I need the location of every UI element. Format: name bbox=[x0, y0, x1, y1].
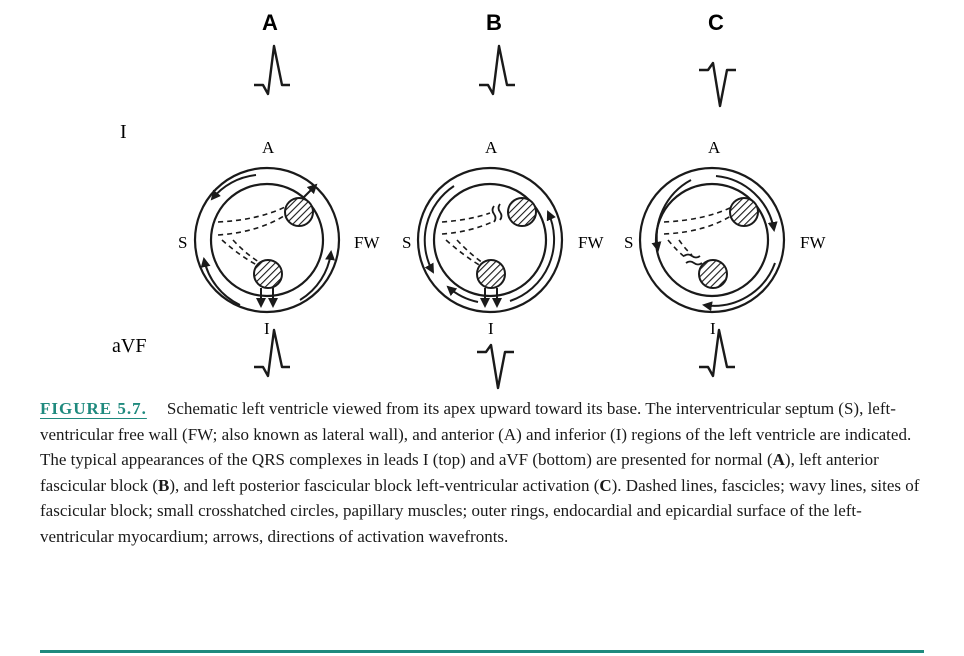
label-free-wall: FW bbox=[578, 233, 604, 252]
label-septum: S bbox=[624, 233, 633, 252]
caption-bold-c: C bbox=[599, 475, 612, 495]
label-septum: S bbox=[402, 233, 411, 252]
fascicle-dashed bbox=[441, 212, 491, 223]
fascicle-dashed bbox=[678, 239, 693, 256]
qrs-lead-avf bbox=[477, 343, 514, 390]
epicardial-ring bbox=[193, 166, 341, 314]
label-anterior: A bbox=[485, 138, 498, 157]
caption-text: ), left anterior fascicular block ( bbox=[40, 450, 879, 495]
ventricle-diagram: I aVF A A I S FW B A I S FW bbox=[112, 10, 826, 390]
fascicle-dashed bbox=[445, 239, 482, 267]
endocardial-ring bbox=[209, 182, 325, 298]
label-inferior: I bbox=[488, 319, 494, 338]
panel-b: B A I S FW bbox=[402, 10, 604, 390]
fascicle-dashed bbox=[456, 239, 484, 264]
caption-text: ). Dashed lines, fascicles; wavy lines, … bbox=[40, 475, 920, 546]
activation-arrow bbox=[446, 285, 479, 303]
wavefront-arrow bbox=[301, 183, 318, 200]
label-free-wall: FW bbox=[354, 233, 380, 252]
activation-arrow bbox=[651, 179, 692, 252]
papillary-muscle bbox=[476, 259, 506, 289]
activation-arrow bbox=[423, 185, 455, 274]
fascicle-dashed bbox=[441, 221, 493, 235]
activation-arrow bbox=[702, 262, 776, 312]
caption-bold-b: B bbox=[158, 475, 170, 495]
panel-label: C bbox=[708, 10, 724, 35]
label-anterior: A bbox=[262, 138, 275, 157]
activation-arrow bbox=[200, 257, 241, 306]
qrs-lead-i bbox=[254, 44, 290, 96]
figure-caption: FIGURE 5.7.Schematic left ventricle view… bbox=[40, 396, 930, 550]
label-anterior: A bbox=[708, 138, 721, 157]
fascicle-dashed bbox=[663, 213, 735, 235]
fascicle-dashed bbox=[667, 239, 687, 259]
qrs-lead-avf bbox=[699, 328, 735, 378]
activation-arrow bbox=[509, 210, 556, 302]
fascicle-dashed bbox=[663, 206, 733, 223]
fascicle-dashed bbox=[217, 213, 288, 236]
label-septum: S bbox=[178, 233, 187, 252]
label-inferior: I bbox=[710, 319, 716, 338]
panel-label: B bbox=[486, 10, 502, 35]
activation-arrow bbox=[715, 175, 778, 232]
activation-arrow bbox=[210, 174, 257, 201]
panel-a: A A I S FW bbox=[178, 10, 380, 378]
lead-label-top: I bbox=[120, 121, 127, 143]
block-wavy-line bbox=[491, 205, 497, 223]
papillary-muscle bbox=[698, 259, 728, 289]
block-wavy-line bbox=[683, 253, 701, 259]
lead-label-bottom: aVF bbox=[112, 335, 146, 357]
papillary-muscle bbox=[729, 197, 759, 227]
label-inferior: I bbox=[264, 319, 270, 338]
endocardial-ring bbox=[432, 182, 548, 298]
papillary-muscle bbox=[253, 259, 283, 289]
block-wavy-line bbox=[497, 203, 503, 221]
qrs-lead-i bbox=[479, 44, 515, 96]
caption-bold-a: A bbox=[772, 450, 785, 470]
fascicle-dashed bbox=[232, 239, 260, 263]
activation-arrow bbox=[299, 250, 336, 301]
qrs-lead-i bbox=[699, 61, 736, 108]
panel-c: C A I S FW bbox=[624, 10, 826, 378]
qrs-lead-avf bbox=[254, 328, 290, 378]
epicardial-ring bbox=[638, 166, 786, 314]
caption-text: ), and left posterior fascicular block l… bbox=[169, 475, 600, 495]
papillary-muscle bbox=[284, 197, 314, 227]
fascicle-dashed bbox=[217, 206, 286, 223]
block-wavy-line bbox=[685, 260, 703, 266]
fascicle-dashed bbox=[221, 239, 258, 266]
caption-rule bbox=[40, 650, 924, 653]
figure-label: FIGURE 5.7. bbox=[40, 399, 147, 418]
label-free-wall: FW bbox=[800, 233, 826, 252]
panel-label: A bbox=[262, 10, 278, 35]
epicardial-ring bbox=[416, 166, 564, 314]
papillary-muscle bbox=[507, 197, 537, 227]
caption-text: Schematic left ventricle viewed from its… bbox=[40, 399, 912, 470]
